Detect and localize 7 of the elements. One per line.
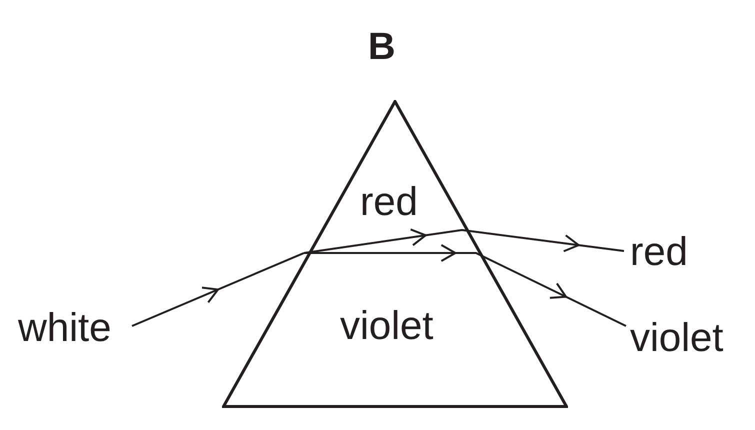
panel-title: B (368, 28, 396, 66)
region-label: violet (340, 306, 434, 346)
prism-triangle (222, 100, 568, 408)
ray-label: white (18, 306, 112, 350)
ray-label: red (630, 230, 688, 274)
ray-label: violet (630, 316, 724, 360)
region-label: red (360, 182, 418, 222)
